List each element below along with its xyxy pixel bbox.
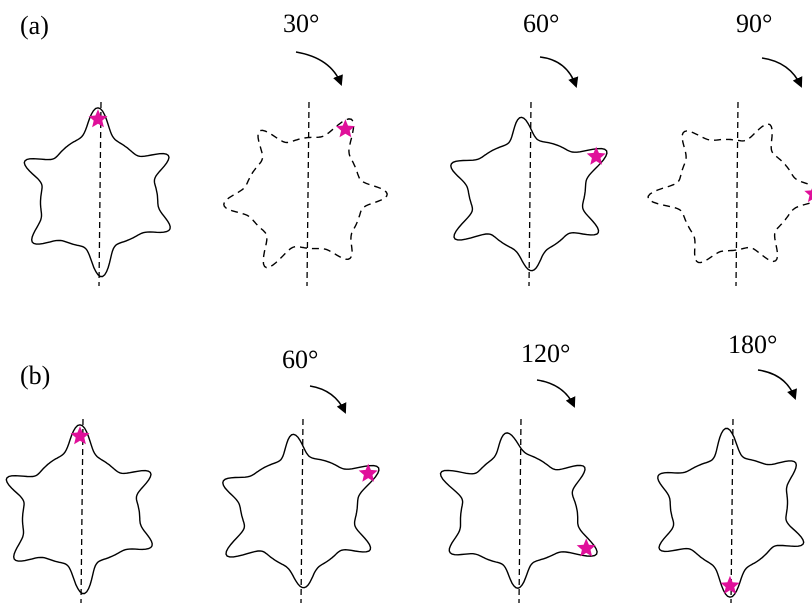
star-icon bbox=[70, 426, 90, 445]
reference-axis-a-30 bbox=[306, 101, 310, 287]
reference-axis-b-60 bbox=[300, 418, 304, 604]
curved-arrow-icon-a-30 bbox=[295, 51, 343, 86]
angle-label-b-120: 120° bbox=[521, 339, 570, 368]
reference-axis-b-0 bbox=[80, 418, 84, 604]
angle-label-b-180: 180° bbox=[728, 330, 777, 359]
star-icon bbox=[358, 463, 378, 482]
reference-axis-a-90 bbox=[735, 101, 739, 287]
shape-outline-b-0 bbox=[5, 424, 153, 595]
star-icon bbox=[88, 109, 108, 128]
star-icon bbox=[720, 575, 740, 594]
reference-axis-b-120 bbox=[518, 418, 522, 604]
shape-outline-a-60 bbox=[450, 116, 608, 272]
row-label-b: (b) bbox=[20, 361, 50, 390]
star-icon bbox=[804, 188, 812, 203]
shape-outline-b-180 bbox=[657, 427, 805, 598]
reference-axis-a-60 bbox=[528, 101, 532, 287]
shape-outline-b-60 bbox=[222, 433, 380, 589]
curved-arrow-icon-b-120 bbox=[536, 379, 576, 408]
star-icon bbox=[586, 146, 606, 165]
angle-label-a-60: 60° bbox=[523, 9, 559, 38]
star-icon bbox=[576, 538, 596, 557]
curved-arrow-icon-a-60 bbox=[539, 56, 579, 88]
shape-outline-a-90 bbox=[647, 123, 812, 264]
curved-arrow-icon-a-90 bbox=[761, 57, 803, 88]
shape-outline-b-120 bbox=[439, 432, 598, 589]
reference-axis-a-0 bbox=[98, 101, 102, 287]
reference-axis-b-180 bbox=[730, 418, 734, 604]
shape-outline-a-0 bbox=[23, 107, 171, 278]
star-icon bbox=[335, 119, 355, 138]
angle-label-a-30: 30° bbox=[283, 9, 319, 38]
angle-label-b-60: 60° bbox=[282, 345, 318, 374]
curved-arrow-icon-b-60 bbox=[309, 385, 347, 414]
curved-arrow-icon-b-180 bbox=[757, 369, 797, 400]
angle-label-a-90: 90° bbox=[736, 9, 772, 38]
row-label-a: (a) bbox=[20, 11, 49, 40]
shape-outline-a-30 bbox=[223, 118, 388, 269]
